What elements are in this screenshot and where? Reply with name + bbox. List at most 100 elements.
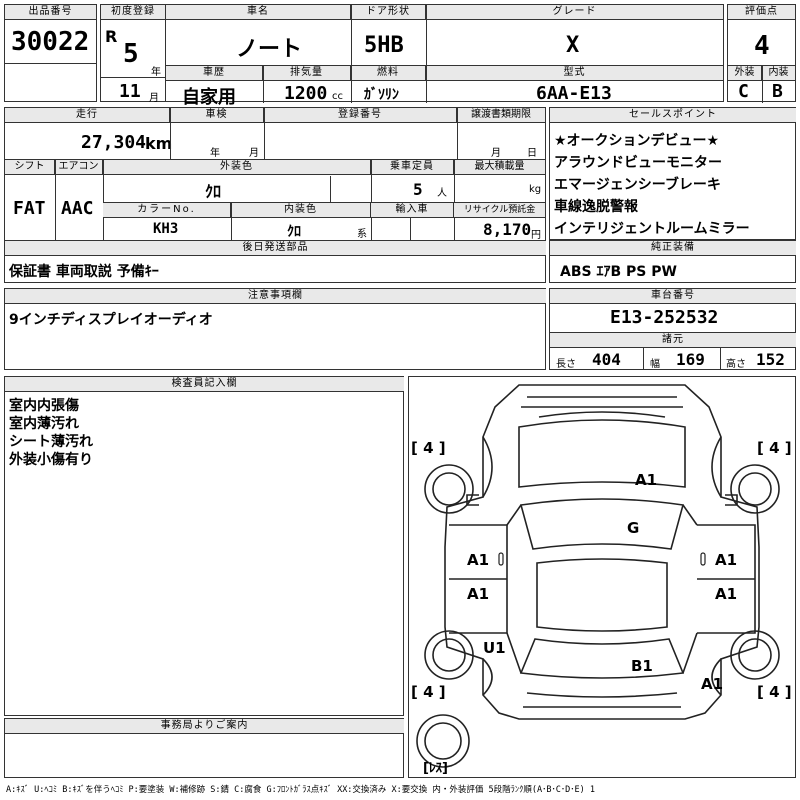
exterior-grade: C bbox=[738, 81, 749, 102]
car-name-label: 車名 bbox=[166, 5, 351, 20]
score-label: 評価点 bbox=[728, 5, 796, 20]
inspector-line: 室内薄汚れ bbox=[9, 416, 79, 432]
interior-color-unit: 系 bbox=[357, 229, 367, 240]
tire-rear-right bbox=[730, 630, 780, 680]
ac-label: エアコン bbox=[55, 160, 103, 175]
inspection-month-unit: 月 bbox=[249, 148, 259, 159]
inspector-box: 検査員記入欄 室内内張傷 室内薄汚れ シート薄汚れ 外装小傷有り bbox=[4, 376, 404, 716]
color-no-label: カラーNo. bbox=[103, 203, 231, 218]
sales-point-item: ★オークションデビュー★ bbox=[554, 133, 720, 149]
sales-point-item: 車線逸脱警報 bbox=[554, 199, 638, 215]
office-box: 事務局よりご案内 bbox=[4, 718, 404, 778]
height-label: 高さ bbox=[726, 359, 746, 370]
length-value: 404 bbox=[592, 350, 621, 369]
fuel: ｶﾞｿﾘﾝ bbox=[364, 87, 399, 103]
spec-box: 走行 車検 登録番号 譲渡書類期限 27,304 km 年 月 月 日 シフト … bbox=[4, 107, 546, 283]
exterior-label: 外装 bbox=[728, 66, 762, 81]
sales-point-item: アラウンドビューモニター bbox=[554, 155, 722, 171]
pillars bbox=[506, 504, 698, 674]
damage-legend: A:ｷｽﾞ U:ﾍｺﾐ B:ｷｽﾞを伴うﾍｺﾐ P:要塗装 W:補修跡 S:錆 … bbox=[6, 785, 595, 795]
mileage: 27,304 bbox=[81, 132, 147, 153]
registration-year: 5 bbox=[123, 39, 139, 69]
exterior-color: ｸﾛ bbox=[205, 182, 222, 201]
mark-left-rear-door: A1 bbox=[467, 585, 490, 603]
spare-tire bbox=[416, 714, 470, 768]
height-value: 152 bbox=[756, 350, 785, 369]
equipment-label: 純正装備 bbox=[550, 241, 796, 256]
office-label: 事務局よりご案内 bbox=[5, 719, 404, 734]
history-label: 車歴 bbox=[166, 66, 263, 81]
transfer-month-unit: 月 bbox=[491, 148, 501, 159]
inspector-label: 検査員記入欄 bbox=[5, 377, 404, 392]
width-value: 169 bbox=[676, 350, 705, 369]
hood bbox=[518, 419, 686, 488]
grade: X bbox=[566, 33, 580, 58]
sales-points-label: セールスポイント bbox=[550, 108, 796, 123]
car-diagram-box: [ 4 ] [ 4 ] [ 4 ] [ 4 ] [ﾚｽ] A1 G A1 A1 … bbox=[408, 376, 796, 778]
sales-points-box: セールスポイント ★オークションデビュー★ アラウンドビューモニター エマージェ… bbox=[549, 107, 796, 240]
vehicle-info-box: 車名 ノート ドア形状 5HB グレード X 車歴 自家用 排気量 1200 c… bbox=[165, 4, 724, 108]
model-label: 型式 bbox=[426, 66, 724, 81]
rear-fenders bbox=[482, 658, 722, 696]
exterior-color-label: 外装色 bbox=[103, 160, 371, 175]
recycle-label: リサイクル預託金 bbox=[454, 203, 546, 218]
mileage-label: 走行 bbox=[5, 108, 170, 123]
width-label: 幅 bbox=[650, 359, 660, 370]
first-registration-label: 初度登録 bbox=[101, 5, 166, 20]
inspection-year-unit: 年 bbox=[210, 148, 220, 159]
era: R bbox=[105, 27, 118, 46]
notes-box: 注意事項欄 9インチディスプレイオーディオ bbox=[4, 288, 546, 370]
chassis-number: E13-252532 bbox=[610, 307, 719, 328]
front-fenders bbox=[482, 436, 722, 498]
capacity-unit: 人 bbox=[437, 188, 447, 199]
rear-bumper bbox=[523, 692, 681, 708]
score-box: 評価点 4 外装 内装 C B bbox=[727, 4, 796, 103]
later-parts-label: 後日発送部品 bbox=[5, 241, 546, 256]
equipment-value: ABS ｴｱB PS PW bbox=[560, 264, 677, 280]
tire-rl-label: [ 4 ] bbox=[411, 683, 446, 701]
color-no: KH3 bbox=[153, 221, 179, 237]
mark-windshield: G bbox=[627, 519, 640, 537]
max-load-unit: kg bbox=[529, 184, 542, 195]
recycle-fee: 8,170 bbox=[483, 220, 532, 239]
roof bbox=[536, 558, 668, 632]
sales-point-item: インテリジェントルームミラー bbox=[554, 221, 750, 237]
displacement: 1200 bbox=[284, 83, 328, 104]
lot-number-label: 出品番号 bbox=[5, 5, 97, 20]
mark-hood: A1 bbox=[635, 471, 658, 489]
interior-grade: B bbox=[772, 81, 783, 102]
mark-roof: B1 bbox=[631, 657, 653, 675]
dims-label: 諸元 bbox=[550, 332, 796, 348]
max-load-label: 最大積載量 bbox=[454, 160, 546, 175]
fuel-label: 燃料 bbox=[351, 66, 426, 81]
left-doors bbox=[449, 524, 508, 634]
inspector-line: シート薄汚れ bbox=[9, 434, 93, 450]
lot-number-box: 出品番号 30022 bbox=[4, 4, 97, 102]
displacement-unit: cc bbox=[332, 91, 343, 102]
mark-right-rear-door: A1 bbox=[715, 585, 738, 603]
equipment-box: 純正装備 ABS ｴｱB PS PW bbox=[549, 240, 796, 283]
tire-rear-left bbox=[424, 630, 474, 680]
front-bumper bbox=[521, 396, 683, 408]
lot-number: 30022 bbox=[11, 27, 90, 57]
transfer-deadline-label: 譲渡書類期限 bbox=[457, 108, 546, 123]
first-registration-box: 初度登録 R 5 年 11 月 bbox=[100, 4, 166, 104]
shift-label: シフト bbox=[5, 160, 55, 175]
mileage-unit: km bbox=[145, 134, 173, 153]
shift: FAT bbox=[13, 198, 46, 219]
recycle-unit: 円 bbox=[531, 230, 541, 241]
ac: AAC bbox=[61, 198, 94, 219]
sales-point-item: エマージェンシーブレーキ bbox=[554, 177, 721, 193]
windshield bbox=[519, 498, 685, 550]
body-outline bbox=[444, 384, 760, 720]
mark-left-rear-fender: U1 bbox=[483, 639, 506, 657]
registration-no-label: 登録番号 bbox=[264, 108, 457, 123]
tire-rr-label: [ 4 ] bbox=[757, 683, 792, 701]
tire-front-right bbox=[730, 464, 780, 514]
car-name: ノート bbox=[236, 37, 303, 62]
notes-value: 9インチディスプレイオーディオ bbox=[9, 312, 213, 328]
tire-fr-label: [ 4 ] bbox=[757, 439, 792, 457]
notes-label: 注意事項欄 bbox=[5, 289, 546, 304]
mark-right-rear-fender: A1 bbox=[701, 675, 724, 693]
year-unit: 年 bbox=[151, 67, 161, 78]
